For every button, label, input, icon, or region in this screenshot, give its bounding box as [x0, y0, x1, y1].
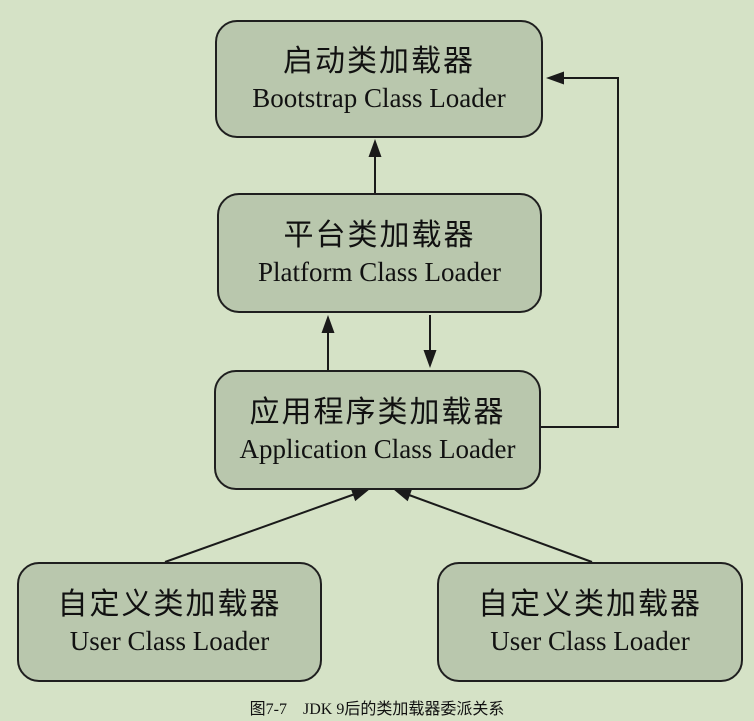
arrow-platform-to-application: [423, 315, 437, 368]
node-platform-class-loader: 平台类加载器 Platform Class Loader: [217, 193, 542, 313]
application-label-en: Application Class Loader: [239, 433, 516, 464]
arrow-platform-to-bootstrap: [368, 139, 382, 196]
node-application-class-loader: 应用程序类加载器 Application Class Loader: [214, 370, 541, 490]
arrow-application-to-bootstrap-loop: [541, 71, 619, 428]
node-user-class-loader-left: 自定义类加载器 User Class Loader: [17, 562, 322, 682]
figure-caption: 图7-7 JDK 9后的类加载器委派关系: [249, 701, 505, 718]
user-left-label-en: User Class Loader: [69, 625, 270, 656]
node-user-class-loader-right: 自定义类加载器 User Class Loader: [437, 562, 743, 682]
bootstrap-label-zh: 启动类加载器: [283, 44, 475, 78]
user-right-label-en: User Class Loader: [490, 625, 690, 656]
arrow-user-left-to-application: [164, 488, 370, 563]
application-label-zh: 应用程序类加载器: [249, 395, 506, 429]
node-bootstrap-class-loader: 启动类加载器 Bootstrap Class Loader: [215, 20, 543, 138]
user-left-label-zh: 自定义类加载器: [57, 587, 282, 621]
arrow-application-to-platform: [321, 315, 335, 372]
user-right-label-zh: 自定义类加载器: [478, 587, 702, 621]
platform-label-zh: 平台类加载器: [283, 218, 476, 252]
bootstrap-label-en: Bootstrap Class Loader: [252, 82, 506, 113]
platform-label-en: Platform Class Loader: [258, 256, 501, 287]
arrow-user-right-to-application: [393, 489, 593, 563]
